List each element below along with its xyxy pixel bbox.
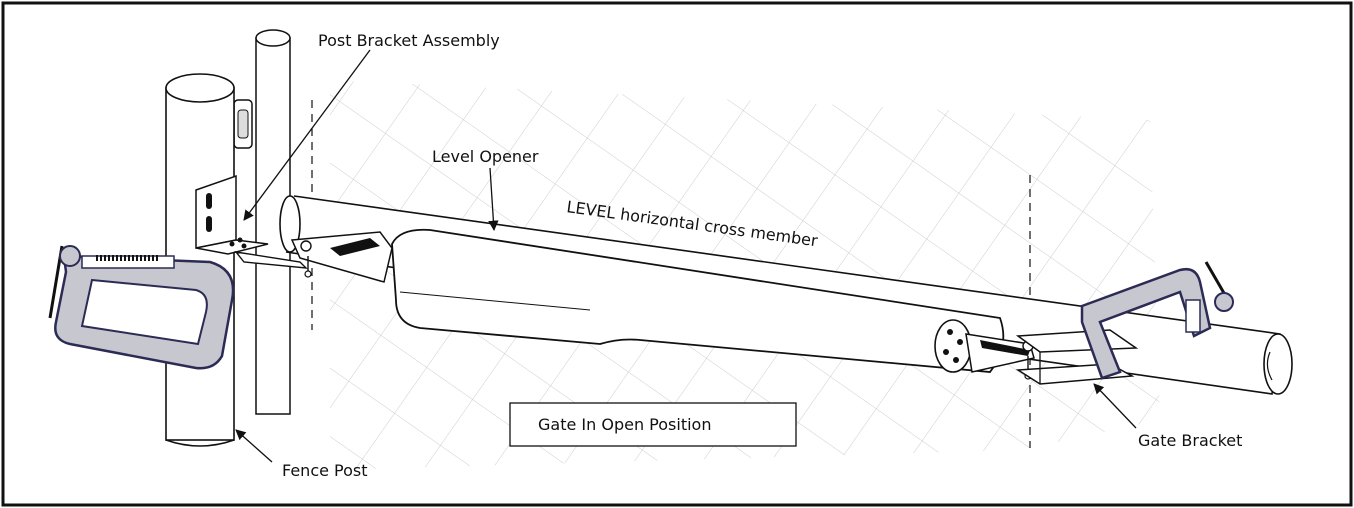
label-fence-post: Fence Post	[282, 461, 368, 480]
label-gate-bracket: Gate Bracket	[1138, 431, 1242, 450]
leader-post-bracket	[243, 49, 371, 221]
gate-hinge	[233, 99, 253, 149]
label-level-opener: Level Opener	[432, 147, 539, 166]
level-opener-body	[391, 228, 1005, 373]
right-c-clamp	[1080, 261, 1234, 380]
label-post-bracket: Post Bracket Assembly	[318, 31, 500, 50]
opener-front-arm	[234, 231, 393, 283]
leader-gate-bracket	[1093, 383, 1137, 429]
post-bracket-assembly	[195, 174, 269, 255]
label-gate-open: Gate In Open Position	[538, 415, 711, 434]
left-c-clamp	[48, 245, 235, 370]
opener-rear-arm	[965, 333, 1035, 380]
leader-level-opener	[488, 167, 499, 232]
leader-fence-post	[235, 429, 273, 463]
gate-open-box	[509, 402, 797, 447]
